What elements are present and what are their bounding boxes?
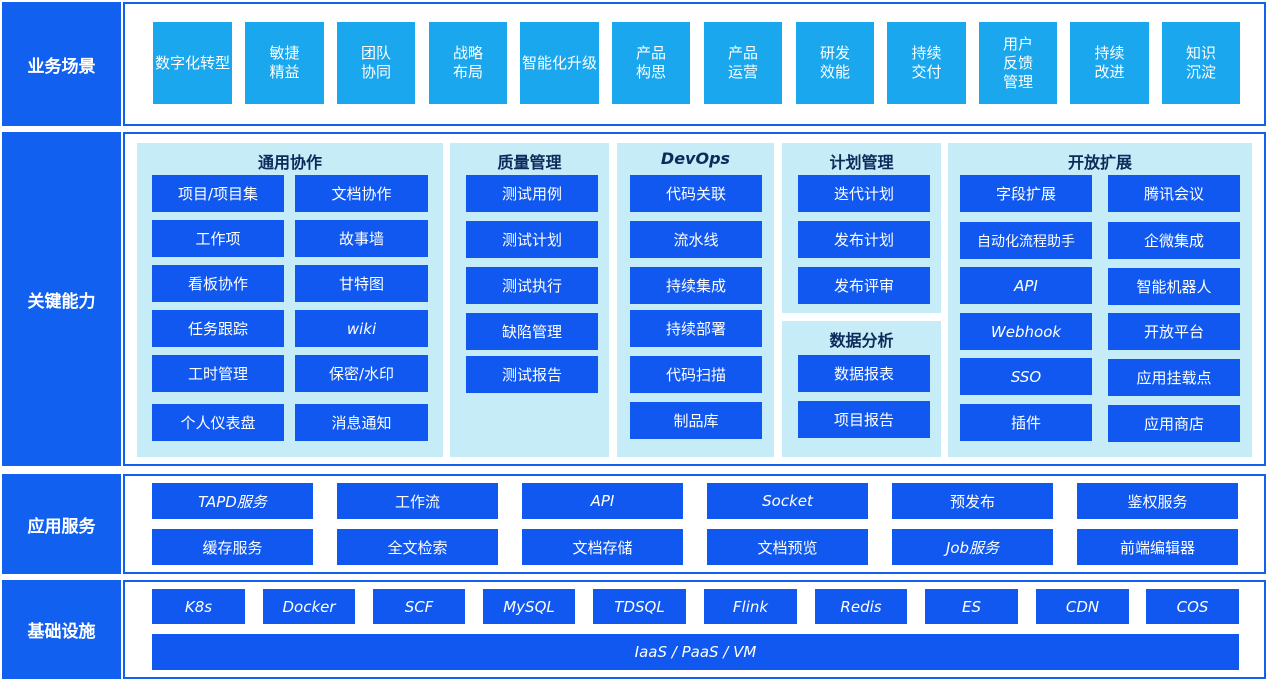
cap-webhook: Webhook [960,313,1092,350]
svc-frontend-editor: 前端编辑器 [1077,529,1238,565]
row-label-services: 应用服务 [2,474,121,574]
svc-fulltext: 全文检索 [337,529,498,565]
cap-code-scan: 代码扫描 [630,356,762,393]
cap-defect: 缺陷管理 [466,313,598,350]
infra-mysql: MySQL [483,589,575,624]
cap-test-plan: 测试计划 [466,221,598,258]
scenario-knowledge: 知识沉淀 [1162,22,1240,104]
cap-notification: 消息通知 [295,404,428,441]
infra-cos: COS [1146,589,1239,624]
scenario-strategy-layout: 战略布局 [429,22,507,104]
cap-task-tracking: 任务跟踪 [152,310,284,347]
svc-doc-storage: 文档存储 [522,529,683,565]
panel-title: 数据分析 [829,331,894,350]
cap-watermark: 保密/水印 [295,355,428,392]
cap-app-store: 应用商店 [1108,405,1240,442]
svc-auth: 鉴权服务 [1077,483,1238,519]
cap-field-ext: 字段扩展 [960,175,1092,212]
cap-bot: 智能机器人 [1108,268,1240,305]
scenario-agile-lean: 敏捷精益 [245,22,324,104]
panel-title: 计划管理 [829,153,894,172]
cap-release-review: 发布评审 [798,267,930,304]
infra-docker: Docker [263,589,355,624]
cap-ci: 持续集成 [630,267,762,304]
scenario-intelligent-upgrade: 智能化升级 [520,22,599,104]
svc-tapd: TAPD服务 [152,483,313,519]
scenario-team-collab: 团队协同 [337,22,415,104]
cap-test-exec: 测试执行 [466,267,598,304]
cap-story-wall: 故事墙 [295,220,428,257]
row-label-scenarios: 业务场景 [2,2,121,126]
services-section [123,474,1266,574]
cap-doc-collab: 文档协作 [295,175,428,212]
scenario-digital-transformation: 数字化转型 [153,22,232,104]
cap-release-plan: 发布计划 [798,221,930,258]
cap-timesheet: 工时管理 [152,355,284,392]
svc-socket: Socket [707,483,868,519]
scenario-product-ideation: 产品构思 [612,22,690,104]
svc-job: Job服务 [892,529,1053,565]
svc-cache: 缓存服务 [152,529,313,565]
infra-scf: SCF [373,589,465,624]
cap-artifact: 制品库 [630,402,762,439]
infra-base: IaaS / PaaS / VM [152,634,1239,670]
panel-title: 质量管理 [497,153,562,172]
cap-iteration-plan: 迭代计划 [798,175,930,212]
panel-title: 通用协作 [257,153,322,172]
svc-api: API [522,483,683,519]
cap-api: API [960,267,1092,304]
cap-kanban: 看板协作 [152,265,284,302]
scenario-continuous-delivery: 持续交付 [887,22,966,104]
panel-title: DevOps [660,149,731,168]
cap-work-item: 工作项 [152,220,284,257]
svc-workflow: 工作流 [337,483,498,519]
scenario-continuous-improvement: 持续改进 [1070,22,1149,104]
svc-doc-preview: 文档预览 [707,529,868,565]
cap-pipeline: 流水线 [630,221,762,258]
cap-open-platform: 开放平台 [1108,313,1240,350]
cap-sso: SSO [960,358,1092,395]
row-label-capabilities: 关键能力 [2,132,121,466]
infra-tdsql: TDSQL [593,589,686,624]
cap-tencent-meeting: 腾讯会议 [1108,175,1240,212]
cap-test-report: 测试报告 [466,356,598,393]
cap-gantt: 甘特图 [295,265,428,302]
svc-prerelease: 预发布 [892,483,1053,519]
cap-test-case: 测试用例 [466,175,598,212]
cap-data-report: 数据报表 [798,355,930,392]
cap-cd: 持续部署 [630,310,762,347]
cap-mount-point: 应用挂载点 [1108,359,1240,396]
cap-project: 项目/项目集 [152,175,284,212]
cap-dashboard: 个人仪表盘 [152,404,284,441]
cap-code-link: 代码关联 [630,175,762,212]
cap-wiki: wiki [295,310,428,347]
infra-k8s: K8s [152,589,245,624]
row-label-infrastructure: 基础设施 [2,580,121,679]
scenario-rd-efficiency: 研发效能 [796,22,874,104]
panel-title: 开放扩展 [1067,153,1132,172]
infra-cdn: CDN [1036,589,1129,624]
cap-plugin: 插件 [960,404,1092,441]
infra-flink: Flink [704,589,797,624]
infra-es: ES [925,589,1018,624]
cap-project-report: 项目报告 [798,401,930,438]
cap-wecom: 企微集成 [1108,222,1240,259]
scenario-product-operation: 产品运营 [704,22,782,104]
cap-automation: 自动化流程助手 [960,222,1092,259]
scenario-user-feedback: 用户反馈管理 [979,22,1057,104]
infra-redis: Redis [815,589,907,624]
